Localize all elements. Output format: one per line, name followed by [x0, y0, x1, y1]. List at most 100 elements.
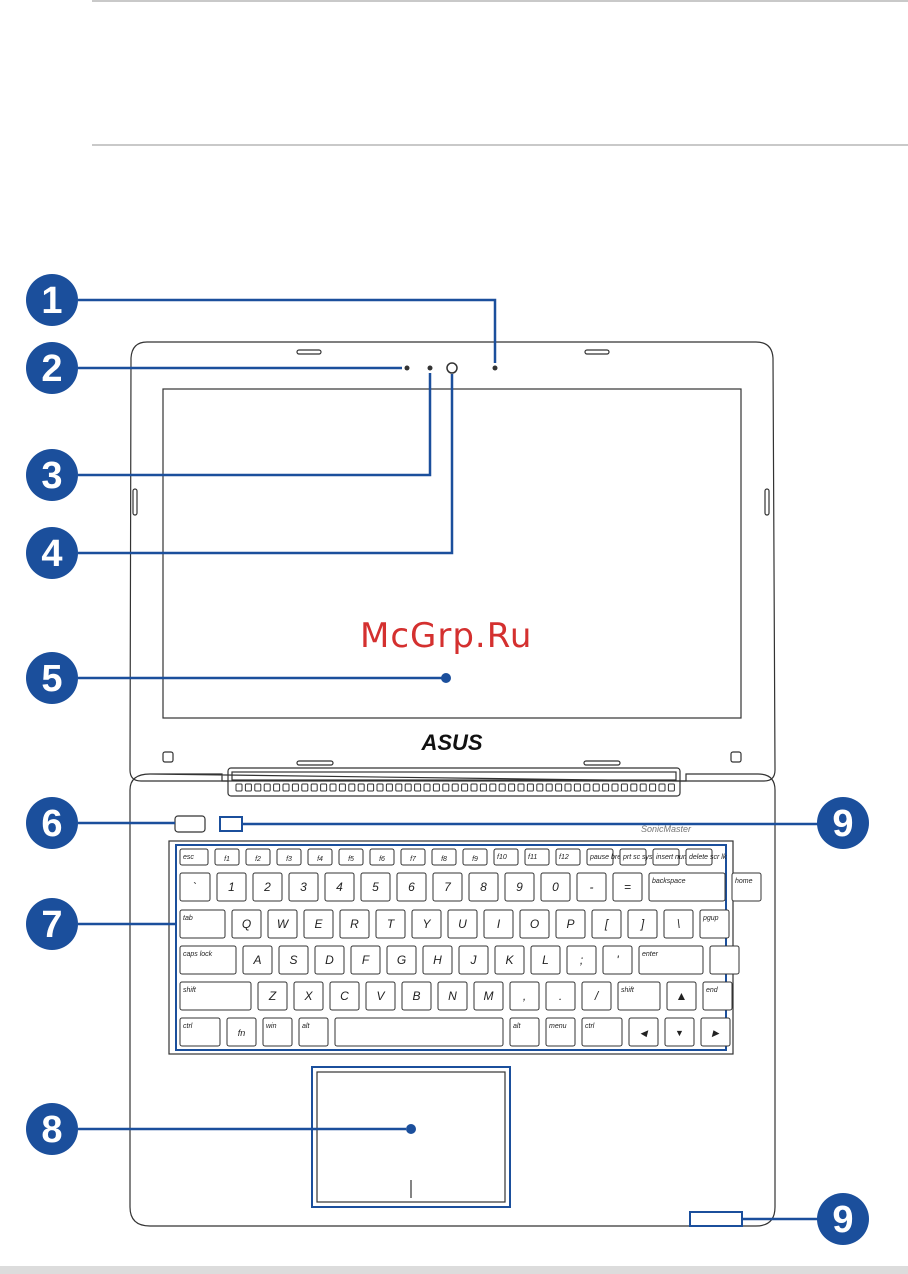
key-label: F	[362, 953, 370, 967]
callout-number: 8	[41, 1109, 62, 1151]
vent-slot	[329, 783, 337, 792]
key-label: ctrl	[585, 1023, 595, 1030]
key-label: caps lock	[183, 951, 213, 958]
key-row2-10: P	[555, 909, 586, 939]
key-label: 7	[444, 880, 452, 894]
key-row0-5: f5	[338, 848, 364, 866]
callout-number: 6	[41, 803, 62, 845]
key-label: Z	[268, 989, 277, 1003]
key-row5-1: fn	[226, 1017, 257, 1047]
key-row2-8: I	[483, 909, 514, 939]
key-row5-8: ◀	[628, 1017, 659, 1047]
key-row5-10: ▶	[700, 1017, 731, 1047]
vent-slot	[451, 783, 459, 792]
key-label: fn	[238, 1028, 246, 1038]
callout-3: 3	[26, 449, 78, 501]
key-label: =	[624, 880, 631, 894]
key-row0-2: f2	[245, 848, 271, 866]
callout-4: 4	[26, 527, 78, 579]
display-marker-dot	[441, 673, 451, 683]
right-microphone-dot	[492, 365, 498, 371]
key-label: I	[497, 917, 501, 931]
callout-7: 7	[26, 898, 78, 950]
sonicmaster-logo: SonicMaster	[641, 824, 692, 834]
key-row1-13: backspace	[648, 872, 726, 902]
key-row5-0: ctrl	[179, 1017, 221, 1047]
vent-slot	[489, 783, 497, 792]
key-row0-10: f10	[493, 848, 519, 866]
key-row0-14: prt sc sysrq	[619, 848, 659, 866]
key-label: ]	[640, 917, 645, 931]
key-row3-4: F	[350, 945, 381, 975]
key-label: C	[340, 989, 349, 1003]
touchpad-marker-dot	[406, 1124, 416, 1134]
callout-number: 2	[41, 348, 62, 390]
key-label: f11	[528, 854, 537, 861]
key-label: f10	[497, 854, 507, 861]
key-row5-6: menu	[545, 1017, 576, 1047]
callout-number: 9	[832, 803, 853, 845]
key-label: prt sc sysrq	[622, 854, 659, 861]
key-row1-10: 0	[540, 872, 571, 902]
key-label: S	[289, 953, 297, 967]
key-row1-12: =	[612, 872, 643, 902]
vent-slot	[414, 783, 422, 792]
key-row1-5: 5	[360, 872, 391, 902]
vent-slot	[639, 783, 647, 792]
vent-slot	[649, 783, 657, 792]
key-label: f2	[255, 856, 261, 863]
key-row4-3: C	[329, 981, 360, 1011]
key-label: X	[303, 989, 313, 1003]
key-row4-6: N	[437, 981, 468, 1011]
key-label: backspace	[652, 878, 686, 885]
top-rule	[92, 0, 908, 2]
key-label: '	[616, 953, 619, 967]
vent-slot	[620, 783, 628, 792]
vent-slot	[545, 783, 553, 792]
key-label: 5	[372, 880, 379, 894]
key-row2-1: Q	[231, 909, 262, 939]
key-row0-11: f11	[524, 848, 550, 866]
key-row5-7: ctrl	[581, 1017, 623, 1047]
callout-9: 9	[817, 1193, 869, 1245]
key-row3-10: ;	[566, 945, 597, 975]
key-label: R	[350, 917, 359, 931]
left-microphone-dot	[404, 365, 410, 371]
key-label: delete scr lk	[689, 854, 727, 861]
key-row2-7: U	[447, 909, 478, 939]
vent-slot	[385, 783, 393, 792]
key-row0-16: delete scr lk	[685, 848, 727, 866]
key-row4-9: .	[545, 981, 576, 1011]
status-indicators	[689, 1211, 743, 1227]
vent-slot	[583, 783, 591, 792]
key-label: ctrl	[183, 1023, 193, 1030]
callout-number: 7	[41, 904, 62, 946]
key-row1-9: 9	[504, 872, 535, 902]
key-row4-8: ,	[509, 981, 540, 1011]
header-rule	[92, 144, 908, 146]
key-label: shift	[621, 987, 635, 994]
key-row4-1: Z	[257, 981, 288, 1011]
key-label: shift	[183, 987, 197, 994]
key-row0-13: pause break	[586, 848, 629, 866]
vent-slot	[282, 783, 290, 792]
key-row3-13	[709, 945, 740, 975]
callout-2: 2	[26, 342, 78, 394]
key-row1-6: 6	[396, 872, 427, 902]
key-row2-4: R	[339, 909, 370, 939]
key-row0-3: f3	[276, 848, 302, 866]
key-label: pgup	[702, 915, 719, 922]
power-indicator-led	[219, 816, 243, 832]
key-row1-4: 4	[324, 872, 355, 902]
key-label: alt	[513, 1023, 521, 1030]
callout-number: 9	[832, 1199, 853, 1241]
key-label: 0	[552, 880, 559, 894]
key-label: O	[530, 917, 539, 931]
callout-number: 4	[41, 533, 62, 575]
callout-5: 5	[26, 652, 78, 704]
key-label: 1	[228, 880, 235, 894]
key-row2-13: \	[663, 909, 694, 939]
key-row0-8: f8	[431, 848, 457, 866]
key-label: f9	[472, 856, 478, 863]
